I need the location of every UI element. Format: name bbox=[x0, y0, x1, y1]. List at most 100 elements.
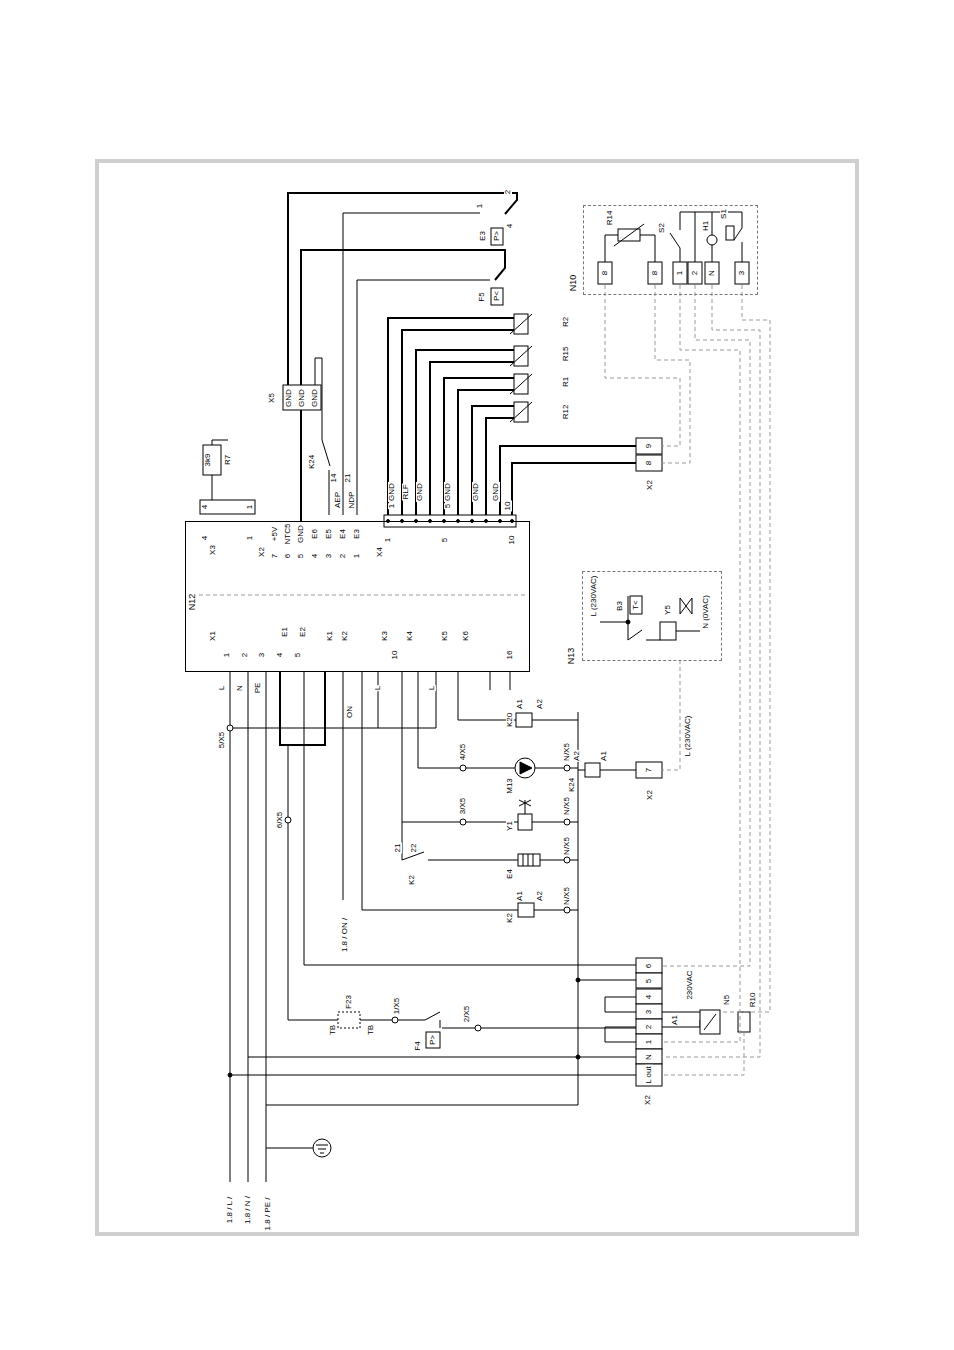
power-wire bbox=[230, 672, 700, 1182]
wiring-label: 1 bbox=[353, 553, 361, 559]
n10-internal-part bbox=[614, 224, 644, 246]
wiring-label: 6 bbox=[284, 553, 292, 559]
terminal-box-part bbox=[673, 262, 687, 284]
wiring-label: A1 bbox=[671, 1014, 679, 1026]
power-wire-part bbox=[600, 770, 636, 771]
terminal-box-part bbox=[636, 1004, 662, 1019]
terminal-box-part bbox=[636, 989, 662, 1004]
wiring-label: R10 bbox=[749, 992, 757, 1009]
wiring-label: 1 bbox=[645, 1039, 653, 1045]
wiring-label: X2 bbox=[258, 546, 266, 558]
wiring-label: K2 bbox=[506, 912, 514, 924]
power-wire-part bbox=[442, 1028, 636, 1029]
connector-point bbox=[227, 520, 580, 1078]
wiring-label: F5 bbox=[478, 291, 486, 302]
wiring-label: 1.8 / N / bbox=[244, 1195, 252, 1225]
connector-point-part bbox=[285, 817, 291, 823]
wiring-label: K20 bbox=[506, 712, 514, 728]
wiring-label: K2 bbox=[408, 874, 416, 886]
remote-wire-part bbox=[662, 285, 740, 1042]
power-wire-part bbox=[605, 1027, 636, 1042]
wiring-label: 5 bbox=[441, 537, 449, 543]
wiring-label: 3 bbox=[738, 270, 746, 276]
n10-internal-part bbox=[640, 235, 655, 262]
wiring-label: L (230VAC) bbox=[590, 575, 598, 618]
wiring-label: N (0VAC) bbox=[702, 594, 710, 630]
wiring-label: GND bbox=[285, 388, 293, 408]
wiring-label: X1 bbox=[209, 630, 217, 642]
component-symbol-part bbox=[338, 1012, 360, 1028]
module-name: N10 bbox=[569, 274, 578, 293]
power-wire-part bbox=[662, 1020, 700, 1027]
sensor-wire-part bbox=[472, 406, 514, 515]
sensor-wire-part bbox=[388, 318, 514, 515]
power-wire-part bbox=[343, 672, 344, 900]
wiring-label: R14 bbox=[606, 210, 614, 227]
switch-symbol-part bbox=[510, 402, 532, 422]
wiring-label: R2 bbox=[562, 316, 570, 328]
wiring-label: 21 bbox=[344, 473, 352, 484]
sensor-wire-part bbox=[500, 446, 636, 515]
wiring-label: 5 bbox=[645, 978, 653, 984]
component-symbol-part bbox=[426, 1032, 440, 1048]
wiring-label: 230VAC bbox=[686, 969, 694, 1000]
power-wire-part bbox=[280, 672, 325, 745]
wiring-label: E2 bbox=[299, 626, 307, 638]
page-frame bbox=[97, 161, 857, 1234]
wiring-label: 4 bbox=[645, 994, 653, 1000]
power-wire-part bbox=[578, 770, 585, 771]
power-wire-part bbox=[578, 980, 636, 981]
power-wire-part bbox=[418, 672, 515, 768]
wiring-label: L (230VAC) bbox=[684, 715, 692, 758]
component-symbol-part bbox=[518, 814, 532, 830]
wiring-label: 1 bbox=[246, 535, 254, 541]
wiring-label: B3 bbox=[616, 600, 624, 612]
wiring-label: 7 bbox=[271, 553, 279, 559]
connector-point-part bbox=[576, 978, 580, 982]
module-box: N13 bbox=[582, 571, 722, 661]
wiring-label: P> bbox=[493, 230, 501, 242]
power-wire-part bbox=[230, 672, 231, 1182]
wiring-label: N bbox=[236, 684, 244, 692]
power-wire-part bbox=[540, 860, 578, 861]
connector-point-part bbox=[392, 1017, 398, 1023]
power-wire-part bbox=[362, 672, 518, 910]
power-wire-part bbox=[534, 910, 578, 911]
wiring-label: 4 bbox=[201, 535, 209, 541]
wiring-label: 8 bbox=[651, 270, 659, 276]
remote-wire-part bbox=[662, 660, 680, 770]
wiring-label: 3 bbox=[645, 1009, 653, 1015]
wiring-label: K1 bbox=[326, 630, 334, 642]
connector-point-part bbox=[564, 765, 570, 771]
connector-point-part bbox=[460, 819, 466, 825]
remote-wire-part bbox=[662, 285, 750, 966]
wiring-label: K3 bbox=[381, 630, 389, 642]
wiring-label: 1.8 / PE / bbox=[264, 1197, 272, 1232]
wiring-label: 21 bbox=[394, 843, 402, 854]
wiring-label: K6 bbox=[462, 630, 470, 642]
wiring-label: 4 bbox=[276, 652, 284, 658]
wiring-label: L out bbox=[645, 1065, 653, 1085]
n13-internal-part bbox=[646, 640, 660, 641]
wiring-label: 2 bbox=[339, 553, 347, 559]
wiring-label: E6 bbox=[311, 528, 319, 540]
power-wire-part bbox=[605, 997, 636, 1012]
connector-point-part bbox=[564, 907, 570, 913]
power-wire-part bbox=[535, 768, 578, 769]
wiring-label: P> bbox=[429, 1034, 437, 1046]
component-symbol-part bbox=[316, 1145, 328, 1153]
terminal-box-part bbox=[203, 445, 221, 475]
wiring-label: 4 bbox=[311, 553, 319, 559]
wiring-label: A1 bbox=[516, 698, 524, 710]
wiring-label: R1 bbox=[562, 376, 570, 388]
wiring-label: E4 bbox=[506, 868, 514, 880]
wiring-label: K4 bbox=[406, 630, 414, 642]
switch-symbol-part bbox=[491, 288, 503, 305]
wiring-label: F23 bbox=[345, 994, 353, 1010]
connector-point-part bbox=[564, 857, 570, 863]
power-wire-part bbox=[230, 728, 436, 729]
n13-internal-part bbox=[660, 622, 676, 640]
terminal-box-part bbox=[636, 455, 662, 471]
power-wire-part bbox=[304, 672, 636, 965]
n13-internal-part bbox=[628, 596, 629, 622]
